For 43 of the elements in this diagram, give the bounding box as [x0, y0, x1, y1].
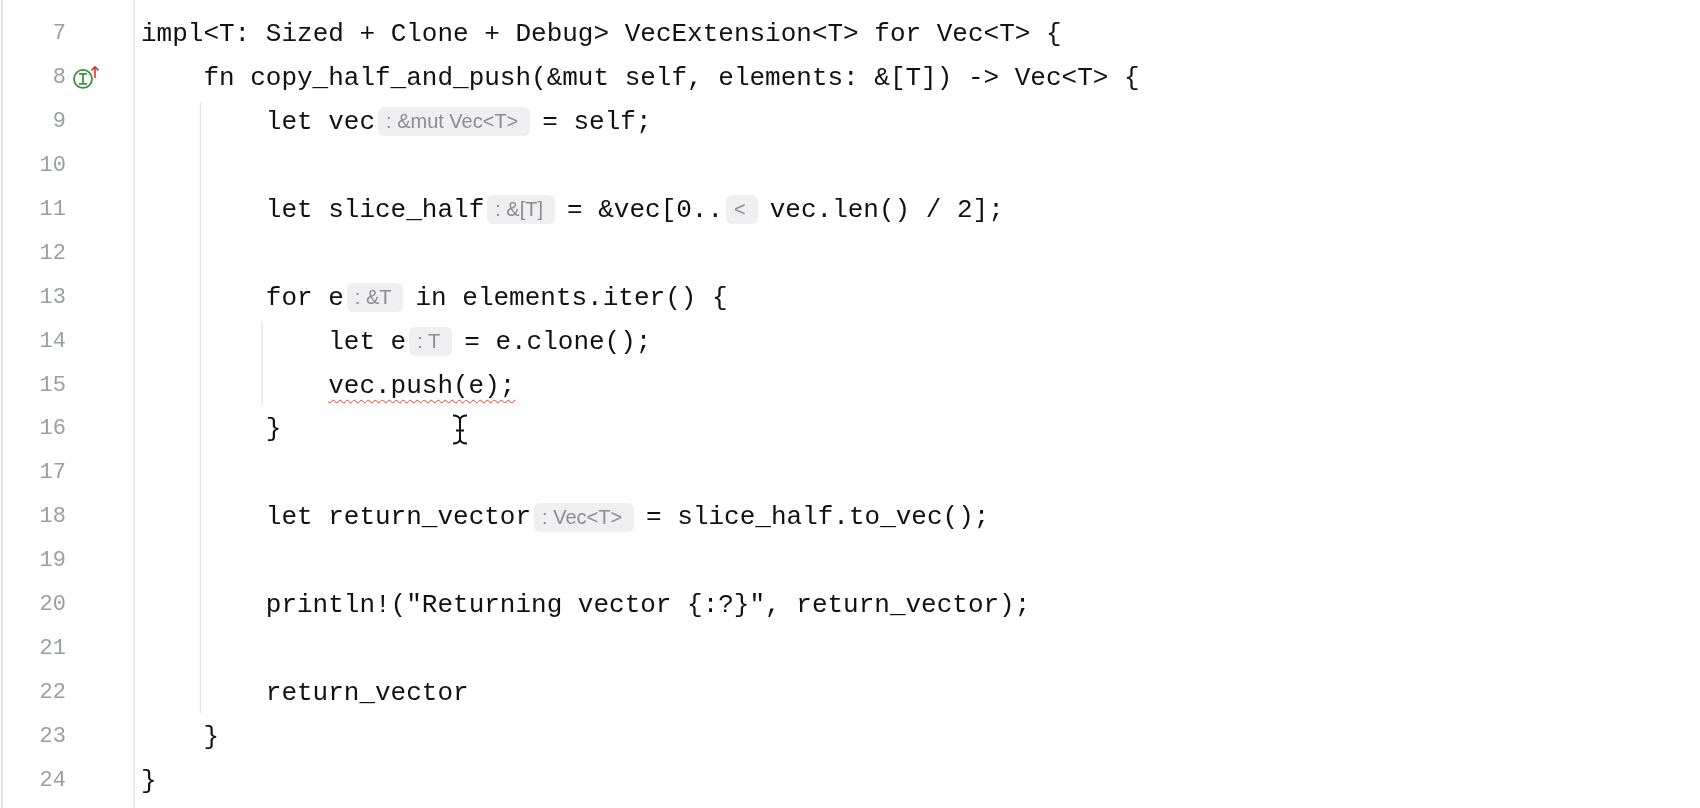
code-text: println!("Returning vector {:?}", return_vector);	[265, 590, 1031, 621]
line-number: 9	[51, 107, 66, 136]
line-number: 23	[38, 723, 66, 752]
type-hint: : &T	[346, 283, 404, 313]
line-number: 20	[38, 591, 66, 620]
code-text: = &vec[0..	[567, 194, 724, 225]
line-number: 11	[38, 195, 66, 224]
line-number: 22	[38, 679, 66, 708]
code-text: let vec	[265, 106, 375, 137]
line-number: 17	[38, 459, 66, 488]
type-hint: : T	[409, 327, 453, 357]
type-hint: <	[726, 195, 758, 225]
code-text: vec.push(e);	[328, 370, 516, 401]
code-text: let return_vector	[265, 502, 532, 533]
line-number: 15	[38, 371, 66, 400]
line-number: 13	[38, 283, 66, 312]
code-text: }	[203, 722, 219, 753]
line-number: 19	[38, 547, 66, 576]
type-hint: : &[T]	[487, 195, 556, 225]
code-text: vec.len() / 2];	[769, 194, 1004, 225]
code-text: return_vector	[265, 678, 469, 709]
line-number: 16	[38, 415, 66, 444]
code-text: let slice_half	[265, 194, 485, 225]
code-text: = slice_half.to_vec();	[646, 502, 990, 533]
code-text: }	[265, 414, 282, 445]
code-text: }	[141, 765, 157, 796]
code-text: = e.clone();	[464, 326, 652, 357]
code-text: fn copy_half_and_push(&mut self, elements: &[T]) -> Vec<T> {	[203, 62, 1140, 93]
line-number: 10	[38, 151, 66, 180]
line-number: 21	[38, 635, 66, 664]
code-text: in elements.iter() {	[415, 282, 728, 313]
type-hint: : Vec<T>	[534, 502, 635, 532]
type-hint: : &mut Vec<T>	[378, 107, 531, 137]
code-text: let e	[328, 326, 407, 357]
line-number: 24	[38, 766, 66, 795]
code-text: for e	[265, 282, 344, 313]
line-number: 7	[51, 20, 66, 48]
line-number: 18	[38, 503, 66, 532]
code-text: impl<T: Sized + Clone + Debug> VecExtension<T> for Vec<T> {	[141, 19, 1062, 49]
line-number: 12	[38, 239, 66, 268]
line-number: 14	[38, 327, 66, 356]
code-text: = self;	[542, 106, 652, 137]
line-number: 8	[51, 63, 66, 92]
